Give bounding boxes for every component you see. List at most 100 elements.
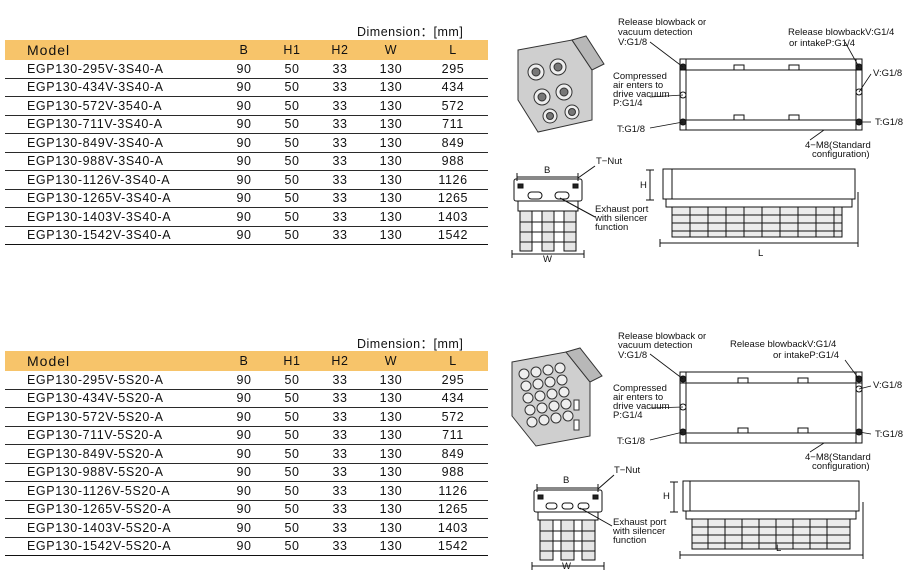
model-cell: EGP130-1126V-3S40-A (5, 170, 220, 190)
value-cell: 90 (220, 407, 268, 427)
label-b: B (563, 475, 569, 486)
model-cell: EGP130-434V-5S20-A (5, 389, 220, 408)
value-cell: 90 (220, 189, 268, 208)
label-compressed-l3: drive vacuum (613, 401, 670, 412)
isometric-view-5s20 (511, 347, 603, 447)
top-view (679, 58, 863, 131)
label-t-port-right: T:G1/8 (875, 429, 903, 440)
label-h: H (663, 491, 670, 502)
value-cell: 33 (316, 207, 364, 227)
label-release-right-l2: or intakeP:G1/4 (789, 38, 855, 49)
value-cell: 90 (220, 371, 268, 390)
value-cell: 988 (418, 463, 488, 482)
value-cell: 50 (268, 189, 316, 208)
value-cell: 90 (220, 60, 268, 79)
value-cell: 33 (316, 133, 364, 153)
value-cell: 50 (268, 500, 316, 519)
value-cell: 711 (418, 426, 488, 445)
label-exhaust-l2: with silencer (594, 213, 647, 224)
label-v-port-right: V:G1/8 (873, 380, 902, 391)
model-cell: EGP130-849V-3S40-A (5, 133, 220, 153)
model-cell: EGP130-1265V-5S20-A (5, 500, 220, 519)
table-header-row: Model B H1 H2 W L (5, 351, 488, 371)
value-cell: 1126 (418, 481, 488, 501)
value-cell: 130 (364, 389, 418, 408)
value-cell: 130 (364, 78, 418, 97)
value-cell: 295 (418, 371, 488, 390)
label-l: L (776, 543, 781, 554)
value-cell: 988 (418, 152, 488, 171)
value-cell: 90 (220, 426, 268, 445)
value-cell: 130 (364, 96, 418, 116)
label-v-port-left: V:G1/8 (618, 37, 647, 48)
model-cell: EGP130-572V-5S20-A (5, 407, 220, 427)
value-cell: 33 (316, 96, 364, 116)
model-cell: EGP130-295V-3S40-A (5, 60, 220, 79)
value-cell: 50 (268, 389, 316, 408)
label-compressed-l2: air enters to (613, 392, 663, 403)
value-cell: 33 (316, 518, 364, 538)
label-t-port-left: T:G1/8 (617, 124, 645, 135)
column-header-w: W (364, 40, 418, 60)
column-header-l: L (418, 351, 488, 371)
model-cell: EGP130-434V-3S40-A (5, 78, 220, 97)
side-view (670, 480, 864, 559)
value-cell: 50 (268, 426, 316, 445)
label-l: L (758, 248, 763, 259)
value-cell: 130 (364, 407, 418, 427)
value-cell: 90 (220, 537, 268, 556)
label-m8-l1: 4−M8(Standard (805, 140, 871, 151)
value-cell: 33 (316, 170, 364, 190)
value-cell: 572 (418, 96, 488, 116)
top-view (679, 371, 863, 444)
label-t-port-left: T:G1/8 (617, 436, 645, 447)
label-release-blowback-l1: Release blowback or (618, 331, 706, 342)
label-compressed-l4: P:G1/4 (613, 98, 643, 109)
value-cell: 434 (418, 389, 488, 408)
label-release-blowback-l1: Release blowback or (618, 17, 706, 28)
leader-lines (649, 353, 872, 453)
label-compressed-l3: drive vacuum (613, 89, 670, 100)
model-cell: EGP130-988V-5S20-A (5, 463, 220, 482)
value-cell: 1126 (418, 170, 488, 190)
value-cell: 849 (418, 444, 488, 464)
value-cell: 130 (364, 444, 418, 464)
value-cell: 50 (268, 60, 316, 79)
value-cell: 90 (220, 389, 268, 408)
column-header-l: L (418, 40, 488, 60)
value-cell: 50 (268, 537, 316, 556)
label-exhaust-l1: Exhaust port (613, 517, 667, 528)
value-cell: 1265 (418, 189, 488, 208)
value-cell: 50 (268, 407, 316, 427)
value-cell: 33 (316, 444, 364, 464)
column-header-h2: H2 (316, 40, 364, 60)
label-h: H (640, 180, 647, 191)
label-t-nut: T−Nut (614, 465, 640, 476)
value-cell: 130 (364, 481, 418, 501)
value-cell: 1542 (418, 226, 488, 245)
value-cell: 572 (418, 407, 488, 427)
value-cell: 90 (220, 152, 268, 171)
label-compressed-l1: Compressed (613, 71, 667, 82)
column-header-h1: H1 (268, 351, 316, 371)
value-cell: 130 (364, 152, 418, 171)
label-exhaust-l3: function (595, 222, 628, 233)
isometric-view-3s40 (517, 35, 605, 133)
model-cell: EGP130-1403V-5S20-A (5, 518, 220, 538)
value-cell: 1403 (418, 207, 488, 227)
label-m8-l2: configuration) (812, 149, 870, 160)
model-cell: EGP130-572V-3540-A (5, 96, 220, 116)
model-cell: EGP130-988V-3S40-A (5, 152, 220, 171)
value-cell: 50 (268, 463, 316, 482)
table-header-row: Model B H1 H2 W L (5, 40, 488, 60)
value-cell: 130 (364, 518, 418, 538)
label-v-port-left: V:G1/8 (618, 350, 647, 361)
label-m8-l2: configuration) (812, 461, 870, 472)
value-cell: 434 (418, 78, 488, 97)
